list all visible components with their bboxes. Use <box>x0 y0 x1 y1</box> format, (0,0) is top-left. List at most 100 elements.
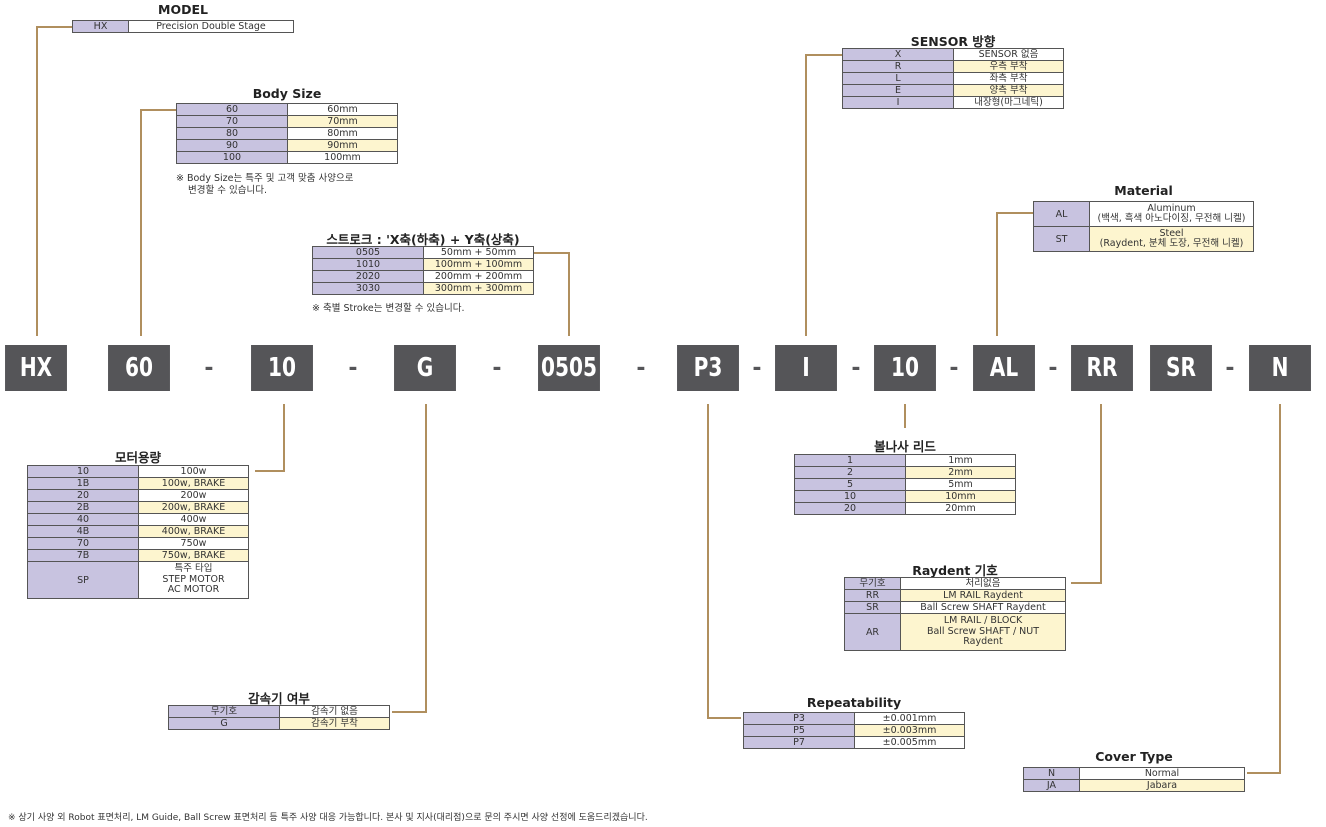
value-cell: 우측 부착 <box>953 60 1064 73</box>
repeatability-table: P3±0.001mm P5±0.003mm P7±0.005mm <box>743 712 965 749</box>
material-title: Material <box>1114 183 1173 198</box>
code-cell: 70 <box>176 115 288 128</box>
connector-sensor <box>805 54 842 336</box>
code-cell: 0505 <box>312 246 424 259</box>
code-cell: 1B <box>27 477 139 490</box>
code-cell: AL <box>1033 201 1090 227</box>
value-cell: Aluminum(백색, 흑색 아노다이징, 무전해 니켈) <box>1089 201 1254 227</box>
code-cell: 7B <box>27 549 139 562</box>
code-box-sensor: I <box>775 345 837 391</box>
separator-dash: - <box>1048 355 1058 381</box>
value-cell: ±0.003mm <box>854 724 965 737</box>
model-title: MODEL <box>158 2 208 17</box>
repeatability-title: Repeatability <box>806 695 902 710</box>
value-cell: Jabara <box>1079 779 1245 792</box>
connector-model <box>36 26 72 336</box>
code-box-cover: N <box>1249 345 1311 391</box>
table-row: P5±0.003mm <box>743 724 965 737</box>
value-cell: 100mm <box>287 151 398 164</box>
value-cell: 100w, BRAKE <box>138 477 249 490</box>
code-cell: 70 <box>27 537 139 550</box>
table-row: ST Steel(Raydent, 분체 도장, 무전해 니켈) <box>1033 226 1254 252</box>
code-cell: N <box>1023 767 1080 780</box>
code-cell: AR <box>844 613 901 651</box>
table-row: P7±0.005mm <box>743 736 965 749</box>
separator-dash: - <box>636 355 646 381</box>
code-cell: 5 <box>794 478 906 491</box>
value-cell: 400w <box>138 513 249 526</box>
code-cell: 10 <box>27 465 139 478</box>
code-cell: 40 <box>27 513 139 526</box>
separator-dash: - <box>949 355 959 381</box>
code-cell: P3 <box>743 712 855 725</box>
code-box-body-size: 60 <box>108 345 170 391</box>
separator-dash: - <box>1225 355 1235 381</box>
connector-material <box>996 212 1033 336</box>
code-cell: R <box>842 60 954 73</box>
stroke-note: ※ 축별 Stroke는 변경할 수 있습니다. <box>312 303 465 314</box>
connector-stroke <box>534 252 570 336</box>
code-cell: 무기호 <box>844 577 901 590</box>
value-cell: Steel(Raydent, 분체 도장, 무전해 니켈) <box>1089 226 1254 252</box>
code-box-raydent: RR <box>1071 345 1133 391</box>
value-cell: 300mm + 300mm <box>423 282 534 295</box>
code-cell: 1010 <box>312 258 424 271</box>
code-box-model: HX <box>5 345 67 391</box>
value-cell: 750w <box>138 537 249 550</box>
separator-dash: - <box>204 355 214 381</box>
value-cell: 750w, BRAKE <box>138 549 249 562</box>
material-table: AL Aluminum(백색, 흑색 아노다이징, 무전해 니켈) ST Ste… <box>1033 201 1254 252</box>
value-cell: 좌측 부착 <box>953 72 1064 85</box>
value-cell: 5mm <box>905 478 1016 491</box>
value-cell: 200mm + 200mm <box>423 270 534 283</box>
value-cell: ±0.001mm <box>854 712 965 725</box>
footnote: ※ 상기 사양 외 Robot 표면처리, LM Guide, Ball Scr… <box>8 813 648 823</box>
connector-repeatability <box>707 404 741 719</box>
separator-dash: - <box>752 355 762 381</box>
value-cell: 내장형(마그네틱) <box>953 96 1064 109</box>
value-cell: Ball Screw SHAFT Raydent <box>900 601 1066 614</box>
code-cell: RR <box>844 589 901 602</box>
table-row: AL Aluminum(백색, 흑색 아노다이징, 무전해 니켈) <box>1033 201 1254 227</box>
code-box-motor: 10 <box>251 345 313 391</box>
sensor-title: SENSOR 방향 <box>910 34 996 49</box>
code-cell: G <box>168 717 280 730</box>
value-cell: 200w <box>138 489 249 502</box>
code-cell: 100 <box>176 151 288 164</box>
value-cell: 400w, BRAKE <box>138 525 249 538</box>
code-box-stroke: 0505 <box>538 345 600 391</box>
connector-reducer <box>392 404 427 713</box>
separator-dash: - <box>348 355 358 381</box>
code-cell: 2020 <box>312 270 424 283</box>
value-cell: 2mm <box>905 466 1016 479</box>
table-row: P3±0.001mm <box>743 712 965 725</box>
value-cell: 60mm <box>287 103 398 116</box>
